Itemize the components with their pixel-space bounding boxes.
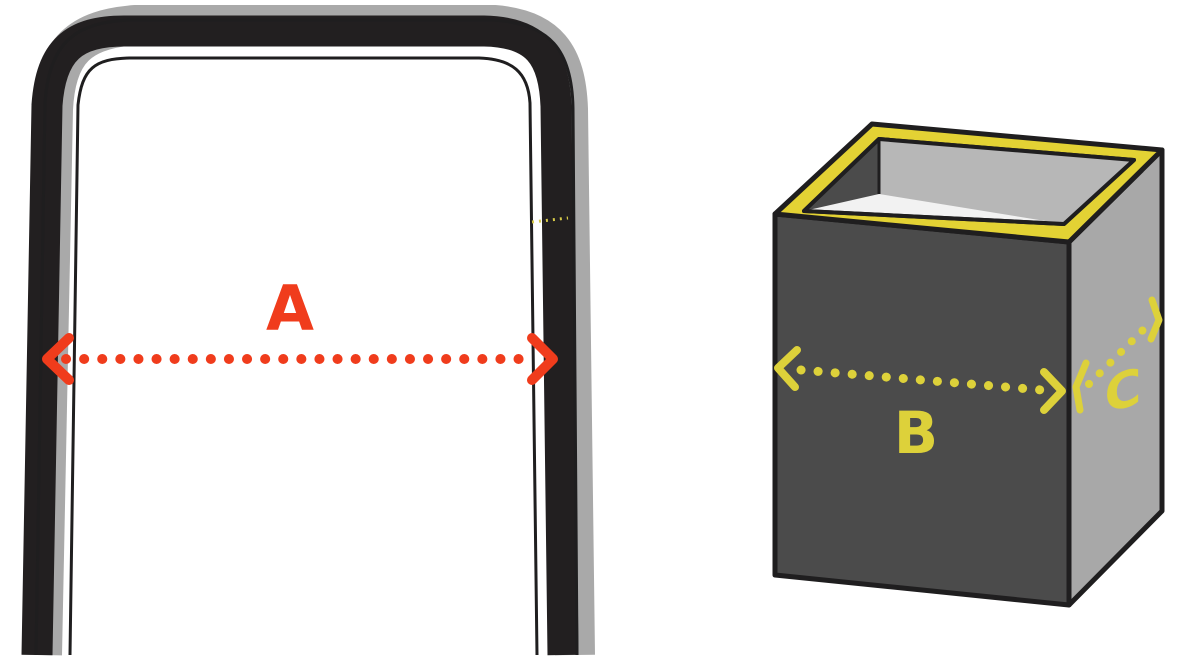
measurement-a-right-arrow-icon [527,333,558,385]
box-rim-inner-outline [802,137,1136,226]
measurement-a-left-arrow-icon [42,333,74,385]
square-tube-box-icon: B C [772,121,1165,608]
measurement-b-left-arrow-icon [774,346,801,391]
measurement-label-b: B [894,399,938,467]
tube-inner-outline [68,56,539,656]
measurement-c-upper-arrow-icon [1147,296,1163,343]
measurement-c-dotted-line [1085,324,1149,388]
measurement-b-right-arrow-icon [1040,368,1066,414]
tube-body [21,15,579,656]
box-inner-back-wall [879,139,1134,224]
measurement-label-a: A [266,272,314,345]
measurement-c-lower-arrow-icon [1072,359,1090,414]
tube-outer-outline [34,18,579,656]
measurement-label-c: C [1105,358,1142,426]
u-shaped-tube-icon: A [21,5,595,656]
